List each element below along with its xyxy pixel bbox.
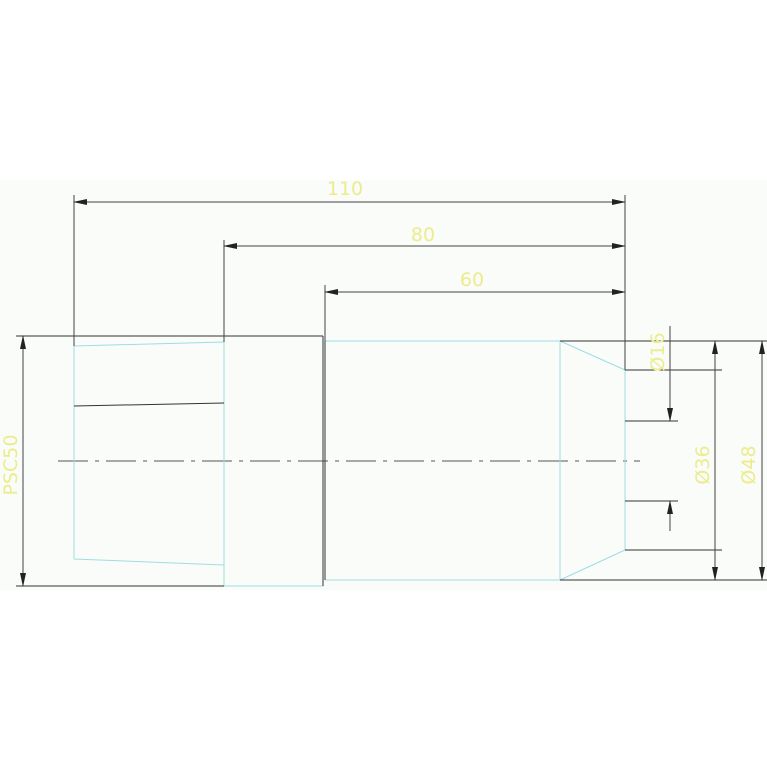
main-body-outline <box>325 340 561 581</box>
diameter-dimensions <box>20 326 765 587</box>
dimension-label-48: Ø48 <box>738 445 760 484</box>
dimension-label-110: 110 <box>327 178 363 200</box>
dimension-label-thread: PSC50 <box>0 435 22 496</box>
drawing-sheet <box>0 180 767 590</box>
part-outline <box>73 336 626 587</box>
dimension-label-36: Ø36 <box>692 445 714 484</box>
length-dimensions <box>73 199 626 295</box>
dimension-label-16: Ø16 <box>647 332 669 371</box>
edge-lines <box>16 335 767 587</box>
chamfer-outline <box>559 340 626 581</box>
dimension-label-80: 80 <box>411 224 435 246</box>
thread-section-outline <box>73 341 225 566</box>
thread-root-line <box>73 402 225 407</box>
dimension-label-60: 60 <box>460 269 484 291</box>
